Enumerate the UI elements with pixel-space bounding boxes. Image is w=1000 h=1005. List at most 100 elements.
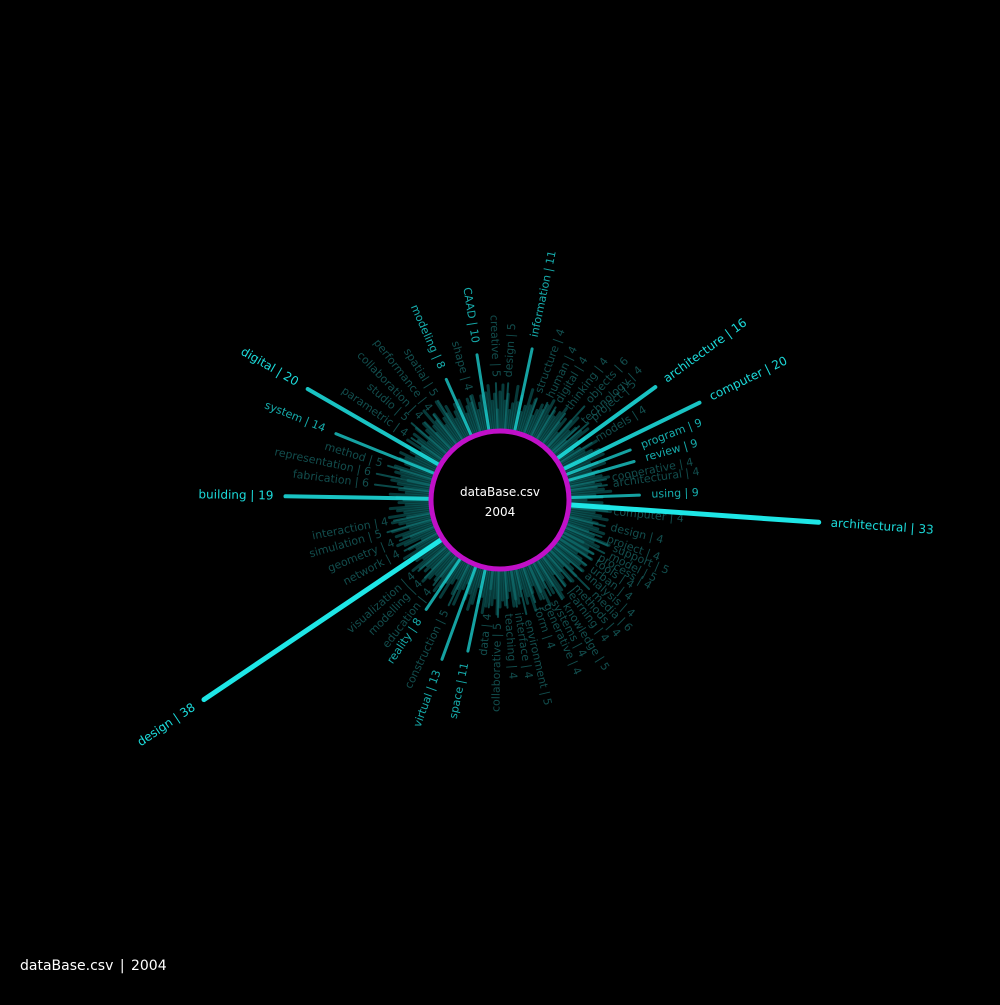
highlighted-term-label: information | 11 bbox=[528, 249, 559, 338]
background-bar bbox=[569, 509, 603, 518]
background-bar bbox=[568, 475, 611, 487]
background-bar bbox=[545, 431, 559, 447]
other-term-bar bbox=[566, 523, 603, 538]
background-bar bbox=[390, 478, 431, 489]
background-bar bbox=[569, 482, 603, 491]
background-bar bbox=[493, 392, 498, 430]
background-bar bbox=[539, 411, 562, 443]
background-bar bbox=[564, 452, 605, 473]
background-bar bbox=[403, 536, 441, 560]
background-bar bbox=[537, 558, 565, 599]
other-term-bar bbox=[375, 472, 431, 486]
other-term-bar bbox=[393, 512, 431, 522]
background-bar bbox=[568, 513, 593, 521]
background-bar bbox=[404, 502, 430, 507]
background-bar bbox=[466, 567, 482, 611]
highlighted-term-bar bbox=[556, 385, 658, 460]
other-term-bar bbox=[528, 564, 545, 600]
other-term-bar bbox=[561, 535, 595, 555]
background-bar bbox=[444, 424, 460, 444]
background-bar bbox=[432, 424, 454, 448]
background-bar bbox=[534, 414, 550, 440]
background-bar bbox=[531, 404, 550, 438]
background-bar bbox=[421, 531, 438, 541]
background-bar bbox=[405, 517, 432, 527]
other-term-bar bbox=[547, 405, 586, 448]
highlighted-term-label: space | 11 bbox=[447, 661, 472, 719]
footer-separator: | bbox=[119, 958, 125, 974]
background-bar bbox=[527, 403, 544, 436]
other-term-bar bbox=[410, 437, 442, 460]
other-term-bar bbox=[523, 397, 538, 434]
other-term-label: design | 5 bbox=[502, 323, 519, 378]
background-bar bbox=[554, 543, 581, 566]
background-bar bbox=[403, 529, 437, 547]
background-bar bbox=[543, 417, 567, 446]
other-term-bar bbox=[515, 569, 528, 615]
background-bar bbox=[517, 568, 530, 605]
background-bar bbox=[563, 529, 600, 549]
background-bar bbox=[552, 546, 571, 564]
highlighted-term-bar bbox=[466, 568, 487, 653]
background-bar bbox=[465, 405, 478, 434]
background-bar bbox=[422, 422, 451, 451]
background-bar bbox=[470, 394, 483, 432]
other-term-bar bbox=[417, 546, 447, 572]
background-bar bbox=[570, 487, 605, 494]
background-bar bbox=[388, 492, 430, 498]
other-term-bar bbox=[469, 395, 482, 432]
background-bar bbox=[558, 446, 582, 463]
other-term-bar bbox=[565, 527, 609, 547]
other-term-bar bbox=[542, 556, 566, 588]
highlighted-term-bar bbox=[424, 558, 462, 611]
other-term-bar bbox=[447, 563, 470, 607]
background-bar bbox=[517, 404, 527, 432]
other-term-bar bbox=[542, 412, 566, 444]
other-term-bar bbox=[568, 516, 606, 528]
center-ring bbox=[428, 428, 572, 572]
other-term-bar bbox=[387, 464, 433, 480]
background-bar bbox=[430, 549, 451, 570]
background-bar bbox=[484, 569, 493, 608]
background-bar bbox=[511, 401, 520, 431]
background-bar bbox=[398, 487, 430, 494]
background-bar bbox=[540, 407, 568, 444]
background-bar bbox=[444, 405, 466, 440]
background-bar bbox=[531, 562, 546, 589]
other-term-label: collaborative | 5 bbox=[489, 623, 504, 712]
background-bar bbox=[564, 527, 595, 543]
other-term-bar bbox=[556, 542, 588, 566]
background-bar bbox=[480, 569, 491, 615]
background-bar bbox=[415, 540, 444, 562]
other-term-bar bbox=[487, 570, 494, 609]
background-bar bbox=[548, 416, 580, 450]
background-bar bbox=[450, 562, 469, 596]
background-bar bbox=[394, 522, 434, 539]
background-bar bbox=[526, 408, 539, 435]
highlighted-term-label: building | 19 bbox=[198, 487, 273, 502]
other-term-label: creative | 5 bbox=[488, 315, 503, 378]
background-bar bbox=[412, 432, 445, 458]
background-bar bbox=[399, 451, 437, 471]
background-bar bbox=[404, 491, 430, 496]
background-bar bbox=[546, 552, 575, 583]
background-bar bbox=[416, 439, 444, 460]
background-bar bbox=[518, 567, 530, 598]
background-bar bbox=[422, 542, 445, 560]
background-bar bbox=[461, 565, 474, 591]
background-bar bbox=[568, 474, 603, 485]
other-term-bar bbox=[494, 382, 499, 429]
highlighted-term-label: digital | 20 bbox=[239, 344, 302, 388]
background-bar bbox=[570, 500, 604, 505]
background-bar bbox=[502, 570, 507, 607]
other-term-label: data | 4 bbox=[477, 613, 494, 657]
background-bar bbox=[506, 409, 511, 430]
background-bar bbox=[534, 560, 555, 595]
background-bar bbox=[524, 414, 534, 435]
other-term-bar bbox=[497, 571, 500, 618]
background-bar bbox=[452, 564, 473, 606]
background-bar bbox=[428, 435, 448, 454]
background-bar bbox=[567, 469, 592, 480]
background-bar bbox=[550, 548, 574, 571]
